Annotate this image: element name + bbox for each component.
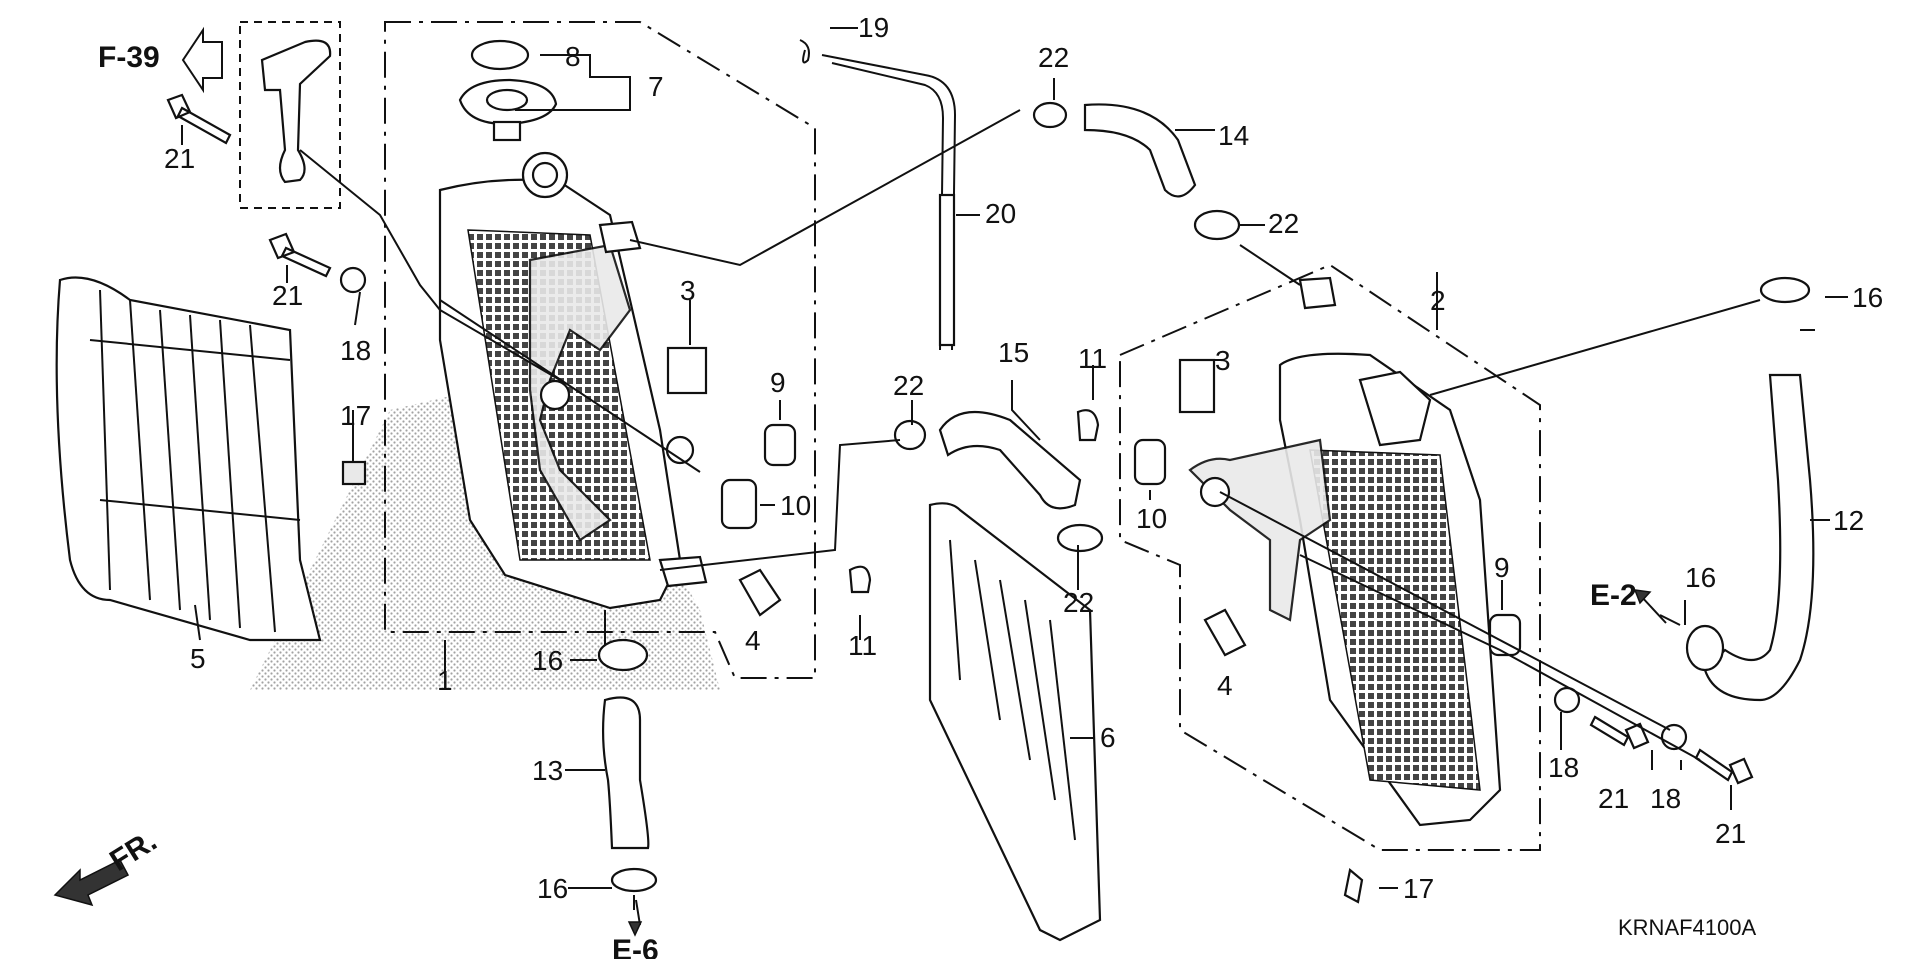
label-17-left: 17 [340, 400, 371, 431]
bolt-21-a [166, 93, 232, 145]
label-8: 8 [565, 41, 581, 72]
pad-3-left [666, 346, 708, 395]
arrow-left-icon [181, 26, 223, 94]
label-10-left: 10 [780, 490, 811, 521]
hose-12 [1703, 373, 1815, 702]
label-2: 2 [1430, 285, 1446, 316]
hose-14 [1083, 103, 1197, 198]
ref-e2-label: E-2 [1590, 579, 1637, 612]
label-21-mid: 21 [272, 280, 303, 311]
label-17-right: 17 [1403, 873, 1434, 904]
collar-11-left [848, 565, 872, 594]
assembly-outline-left [384, 21, 816, 679]
grommet-9-left [763, 423, 797, 467]
hose-20-overflow [821, 54, 957, 351]
hose-clamp-16-a [1759, 276, 1811, 304]
hose-clamp-16-b [1685, 624, 1725, 672]
pad-3-right [1178, 358, 1216, 414]
label-6: 6 [1100, 722, 1116, 753]
washer-18-b [1553, 686, 1581, 714]
assembly-outline-right [1119, 263, 1541, 851]
label-9-right: 9 [1494, 552, 1510, 583]
hose-clamp-22-top [1032, 101, 1068, 129]
label-21-top: 21 [164, 143, 195, 174]
label-16-e2: 16 [1685, 562, 1716, 593]
hose-clamp-22-lower [1056, 523, 1104, 553]
bracket-box [239, 21, 341, 209]
label-13: 13 [532, 755, 563, 786]
hose-clamp-22-right [1193, 209, 1241, 241]
radiator-bracket [260, 39, 332, 184]
washer-18-a [339, 266, 367, 294]
label-22-right: 22 [1268, 208, 1299, 239]
bolt-21-d [1694, 748, 1754, 785]
f39-reference: F-39 [98, 26, 223, 94]
leader-lines [181, 27, 1848, 926]
e6-reference: E-6 [612, 921, 659, 959]
label-21-right-b: 21 [1715, 818, 1746, 849]
part-labels: 19 8 7 22 14 22 20 21 21 18 17 3 9 10 4 … [164, 12, 1883, 904]
e2-reference: E-2 [1590, 579, 1667, 624]
label-22-mid: 22 [893, 370, 924, 401]
label-7: 7 [648, 71, 664, 102]
label-11-right: 11 [1078, 343, 1107, 374]
label-20: 20 [985, 198, 1016, 229]
hose-15 [938, 410, 1082, 510]
nut-17-left [341, 460, 367, 486]
ref-e6-label: E-6 [612, 934, 659, 959]
label-16-bottom: 16 [537, 873, 568, 904]
label-22-lower: 22 [1063, 587, 1094, 618]
arrow-up-left-icon [1639, 594, 1667, 624]
front-direction-indicator: FR. [53, 824, 163, 907]
radiator-guard-right [928, 502, 1102, 942]
hose-clamp-16-d [610, 867, 658, 893]
label-14: 14 [1218, 120, 1249, 151]
overflow-tube-lower [938, 193, 956, 347]
radiator-cap [458, 78, 558, 142]
hose-clamp-22-mid [893, 419, 927, 451]
label-16-left: 16 [532, 645, 563, 676]
label-22-top: 22 [1038, 42, 1069, 73]
label-10-right: 10 [1136, 503, 1167, 534]
label-5: 5 [190, 643, 206, 674]
clip-19 [799, 39, 810, 64]
label-15: 15 [998, 337, 1029, 368]
hose-13 [602, 696, 650, 850]
label-16-right-top: 16 [1852, 282, 1883, 313]
hose-clamp-16-c [597, 638, 649, 672]
label-18-left: 18 [340, 335, 371, 366]
label-4-left: 4 [745, 625, 761, 656]
label-18-right-a: 18 [1548, 752, 1579, 783]
label-11-left: 11 [848, 630, 877, 661]
bolt-21-b [268, 232, 332, 278]
radiator-right [1188, 276, 1502, 827]
front-arrow-icon [53, 859, 130, 907]
label-18-right-b: 18 [1650, 783, 1681, 814]
label-12: 12 [1833, 505, 1864, 536]
bolt-21-c [1589, 715, 1650, 750]
label-9-left: 9 [770, 367, 786, 398]
cap-seal [470, 39, 530, 71]
collar-11-right [1076, 409, 1100, 442]
radiator-shroud-left [55, 276, 322, 642]
label-3-right: 3 [1215, 345, 1231, 376]
nut-17-right [1343, 867, 1364, 904]
label-19: 19 [858, 12, 889, 43]
grommet-10-right [1133, 438, 1167, 486]
pad-4-left [738, 568, 782, 617]
drawing-code: KRNAF4100A [1618, 915, 1757, 940]
label-1: 1 [437, 665, 453, 696]
ref-f39-label: F-39 [98, 41, 160, 74]
arrow-down-icon [627, 921, 643, 937]
pad-4-right [1203, 608, 1247, 657]
grommet-10-left [720, 478, 758, 530]
radiator-left [438, 151, 708, 610]
label-21-right-a: 21 [1598, 783, 1629, 814]
label-4-right: 4 [1217, 670, 1233, 701]
label-3-left: 3 [680, 275, 696, 306]
